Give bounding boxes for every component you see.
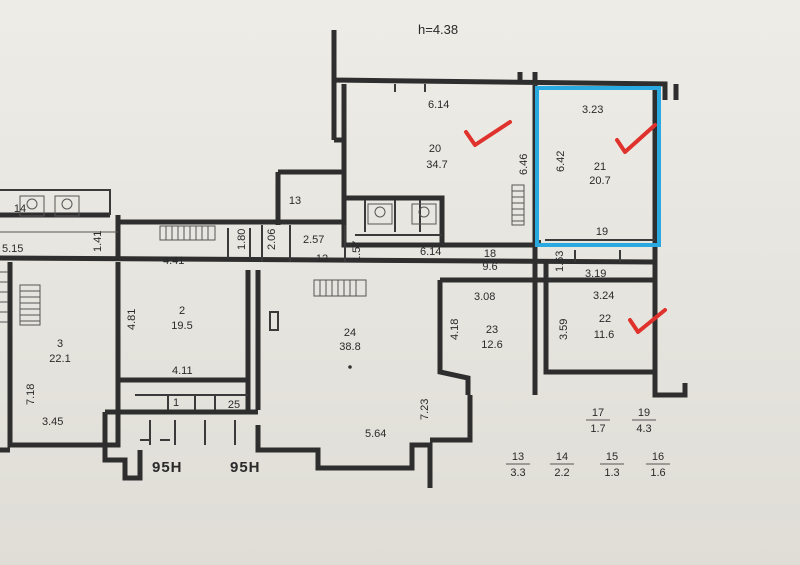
outer-walls [0,30,688,488]
room-2-number: 2 [179,305,185,317]
interior-partitions [0,84,655,445]
dim-7-18: 7.18 [25,384,37,405]
dim-6-14-top: 6.14 [428,99,449,111]
room-12-number: 12 [316,253,328,265]
dim-1-63: 1.63 [554,251,566,272]
dim-4-81: 4.81 [126,309,138,330]
check-mark-room-22 [628,308,667,334]
dim-5-15: 5.15 [2,243,23,255]
room-25-number: 25 [228,399,240,411]
stair-left [19,284,41,326]
room-24: 24 38.8 [339,327,361,369]
entrance-label-left: 95H [152,459,183,476]
legend-item-17: 17 1.7 [586,407,610,435]
legend-16-number: 16 [652,451,664,463]
room-14-number: 14 [14,203,26,215]
dim-6-46: 6.46 [518,154,530,175]
dim-5-64: 5.64 [365,428,386,440]
room-labels: 20 34.7 21 20.7 18 9.6 19 22 11.6 23 12.… [14,143,614,411]
legend-item-19: 19 4.3 [632,407,656,435]
dimension-labels: 6.14 3.23 6.46 6.42 6.14 3.19 3.08 3.24 … [2,99,614,440]
dim-3-08: 3.08 [474,291,495,303]
room-2: 2 19.5 [171,305,192,332]
room-22-number: 22 [599,313,611,325]
room-21: 21 20.7 [589,161,610,187]
dim-4-41: 4.41 [163,255,184,267]
legend-item-14: 14 2.2 [550,451,574,479]
ceiling-height-label: h=4.38 [418,22,458,37]
check-mark-room-21 [615,123,657,154]
room-23-area: 12.6 [481,339,502,351]
room-21-highlight-box [535,86,661,247]
dim-3-45: 3.45 [42,416,63,428]
room-24-number: 24 [344,327,356,339]
dim-1-57: 1.57 [351,241,363,262]
legend-14-area: 2.2 [554,467,569,479]
legend-13-number: 13 [512,451,524,463]
room-13-number: 13 [289,195,301,207]
user-annotations [464,86,667,334]
small-rooms-legend: 17 1.7 19 4.3 13 3.3 14 2.2 15 [506,407,670,479]
room-23: 23 12.6 [481,324,502,351]
room-20-area: 34.7 [426,159,447,171]
legend-item-13: 13 3.3 [506,451,530,479]
legend-item-15: 15 1.3 [600,451,624,479]
room-2-area: 19.5 [171,320,192,332]
room-22-area: 11.6 [594,329,615,341]
room-24-area: 38.8 [339,341,360,353]
room-20: 20 34.7 [426,143,447,171]
room-21-area: 20.7 [589,175,610,187]
room-19: 19 [596,226,608,238]
dim-3-59: 3.59 [558,319,570,340]
legend-item-16: 16 1.6 [646,451,670,479]
room-3-area: 22.1 [49,353,70,365]
dim-3-24: 3.24 [593,290,614,302]
room-1-number: 1 [173,397,179,409]
sanitary-fixtures [0,189,437,225]
room-23-number: 23 [486,324,498,336]
room-18-number: 18 [484,248,496,260]
room-18-area: 9.6 [482,261,497,273]
room-20-number: 20 [429,143,441,155]
room-18: 18 9.6 [482,248,497,273]
legend-15-area: 1.3 [604,467,619,479]
room-22: 22 11.6 [594,313,615,341]
room-21-number: 21 [594,161,606,173]
dim-4-11: 4.11 [172,365,193,377]
dim-6-14-mid: 6.14 [420,246,441,258]
dim-3-23: 3.23 [582,104,603,116]
dim-4-18: 4.18 [449,319,461,340]
legend-16-area: 1.6 [650,467,665,479]
legend-14-number: 14 [556,451,568,463]
legend-13-area: 3.3 [510,467,525,479]
room-24-marker [348,365,352,369]
entrance-label-right: 95H [230,459,261,476]
left-edge-grid [0,271,8,323]
dim-2-06: 2.06 [266,229,278,250]
legend-17-area: 1.7 [590,423,605,435]
stair-room-24 [313,279,367,297]
check-mark-room-20 [464,120,512,147]
legend-15-number: 15 [606,451,618,463]
room-3-number: 3 [57,338,63,350]
legend-19-area: 4.3 [636,423,651,435]
dim-7-23: 7.23 [419,399,431,420]
entrances: 95H 95H [140,439,261,476]
stairs [0,184,525,326]
stair-corridor [159,225,216,241]
dim-1-80: 1.80 [236,229,248,250]
room-3: 3 22.1 [49,338,70,365]
dim-2-57: 2.57 [303,234,324,246]
dim-6-42: 6.42 [555,151,567,172]
dim-1-41: 1.41 [92,231,104,252]
stair-top-right [511,184,525,226]
legend-19-number: 19 [638,407,650,419]
legend-17-number: 17 [592,407,604,419]
dim-3-19: 3.19 [585,268,606,280]
room-19-number: 19 [596,226,608,238]
